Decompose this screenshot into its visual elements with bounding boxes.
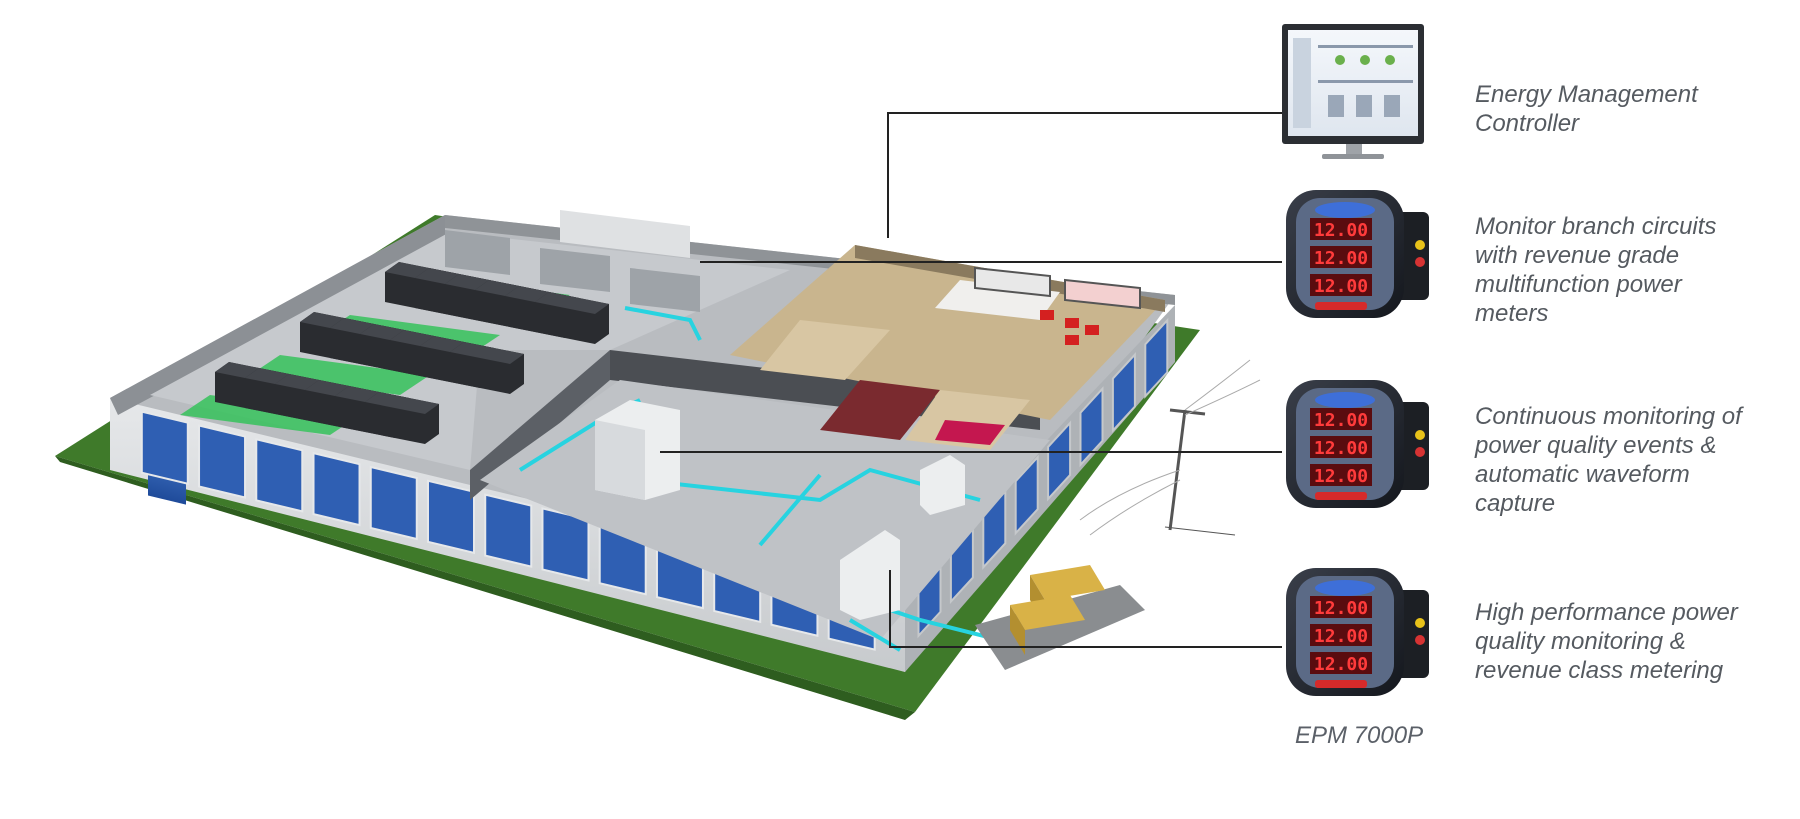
- label-branch-line-2: with revenue grade: [1475, 242, 1680, 269]
- label-high-line-1: High performance power: [1475, 599, 1738, 626]
- label-high-line-3: revenue class metering: [1475, 657, 1724, 684]
- switchgear: [595, 400, 965, 620]
- office-rooms: [760, 266, 1141, 450]
- svg-text:12.00: 12.00: [1314, 438, 1368, 459]
- model-label: EPM 7000P: [1295, 722, 1424, 749]
- label-high: High performance power quality monitorin…: [1475, 598, 1738, 685]
- server-rack-top: [535, 292, 609, 314]
- label-continuous-line-4: capture: [1475, 490, 1556, 517]
- label-controller-line-1: Energy Management: [1475, 81, 1698, 108]
- label-branch-line-4: meters: [1475, 300, 1549, 327]
- svg-text:12.00: 12.00: [1314, 410, 1368, 431]
- green-tile: [180, 395, 360, 435]
- window-pane: [1047, 420, 1072, 502]
- controller-monitor-icon: [1282, 24, 1424, 159]
- window-pane: [1014, 454, 1039, 536]
- back-wall: [110, 215, 445, 415]
- label-continuous-line-1: Continuous monitoring of: [1475, 403, 1742, 430]
- connector-high: [889, 570, 1282, 648]
- power-meter-icon: 12.00 12.00 12.00: [1286, 190, 1429, 318]
- window-pane: [1144, 317, 1169, 399]
- power-meter-icon: 12.00 12.00 12.00: [1286, 380, 1429, 508]
- front-wall-right: [905, 305, 1175, 672]
- server-racks: [215, 262, 609, 444]
- svg-text:12.00: 12.00: [1314, 276, 1368, 297]
- server-rack-top: [450, 342, 524, 364]
- label-branch: Monitor branch circuits with revenue gra…: [1475, 212, 1716, 328]
- label-branch-line-1: Monitor branch circuits: [1475, 213, 1717, 240]
- svg-text:12.00: 12.00: [1314, 220, 1368, 241]
- grass-shadow: [55, 456, 915, 720]
- window-pane: [255, 438, 304, 513]
- generators: [975, 565, 1145, 670]
- svg-text:12.00: 12.00: [1314, 248, 1368, 269]
- label-continuous-line-2: power quality events &: [1475, 432, 1717, 459]
- svg-text:12.00: 12.00: [1314, 598, 1368, 619]
- server-rack-top: [365, 392, 439, 414]
- green-tile: [250, 355, 430, 395]
- label-continuous: Continuous monitoring of power quality e…: [1475, 402, 1742, 518]
- window-pane: [1079, 386, 1104, 468]
- power-meter-icon: 12.00 12.00 12.00: [1286, 568, 1429, 696]
- label-branch-line-3: multifunction power: [1475, 271, 1682, 298]
- window-pane: [198, 424, 247, 499]
- window-row-right: [917, 317, 1169, 639]
- utility-pole: [1079, 359, 1261, 536]
- window-pane: [312, 451, 361, 527]
- connector-lines: [660, 112, 1282, 648]
- label-controller: Energy Management Controller: [1475, 80, 1698, 138]
- crac-units: [445, 210, 700, 312]
- window-pane: [427, 479, 475, 555]
- window-pane: [1111, 351, 1136, 434]
- svg-text:12.00: 12.00: [1314, 466, 1368, 487]
- svg-text:12.00: 12.00: [1314, 626, 1368, 647]
- window-pane: [369, 465, 418, 541]
- label-high-line-2: quality monitoring &: [1475, 628, 1686, 655]
- label-controller-line-2: Controller: [1475, 110, 1580, 137]
- window-pane: [140, 410, 189, 485]
- label-continuous-line-3: automatic waveform: [1475, 461, 1690, 488]
- window-pane: [484, 493, 533, 568]
- connector-controller: [887, 112, 1282, 238]
- svg-text:12.00: 12.00: [1314, 654, 1368, 675]
